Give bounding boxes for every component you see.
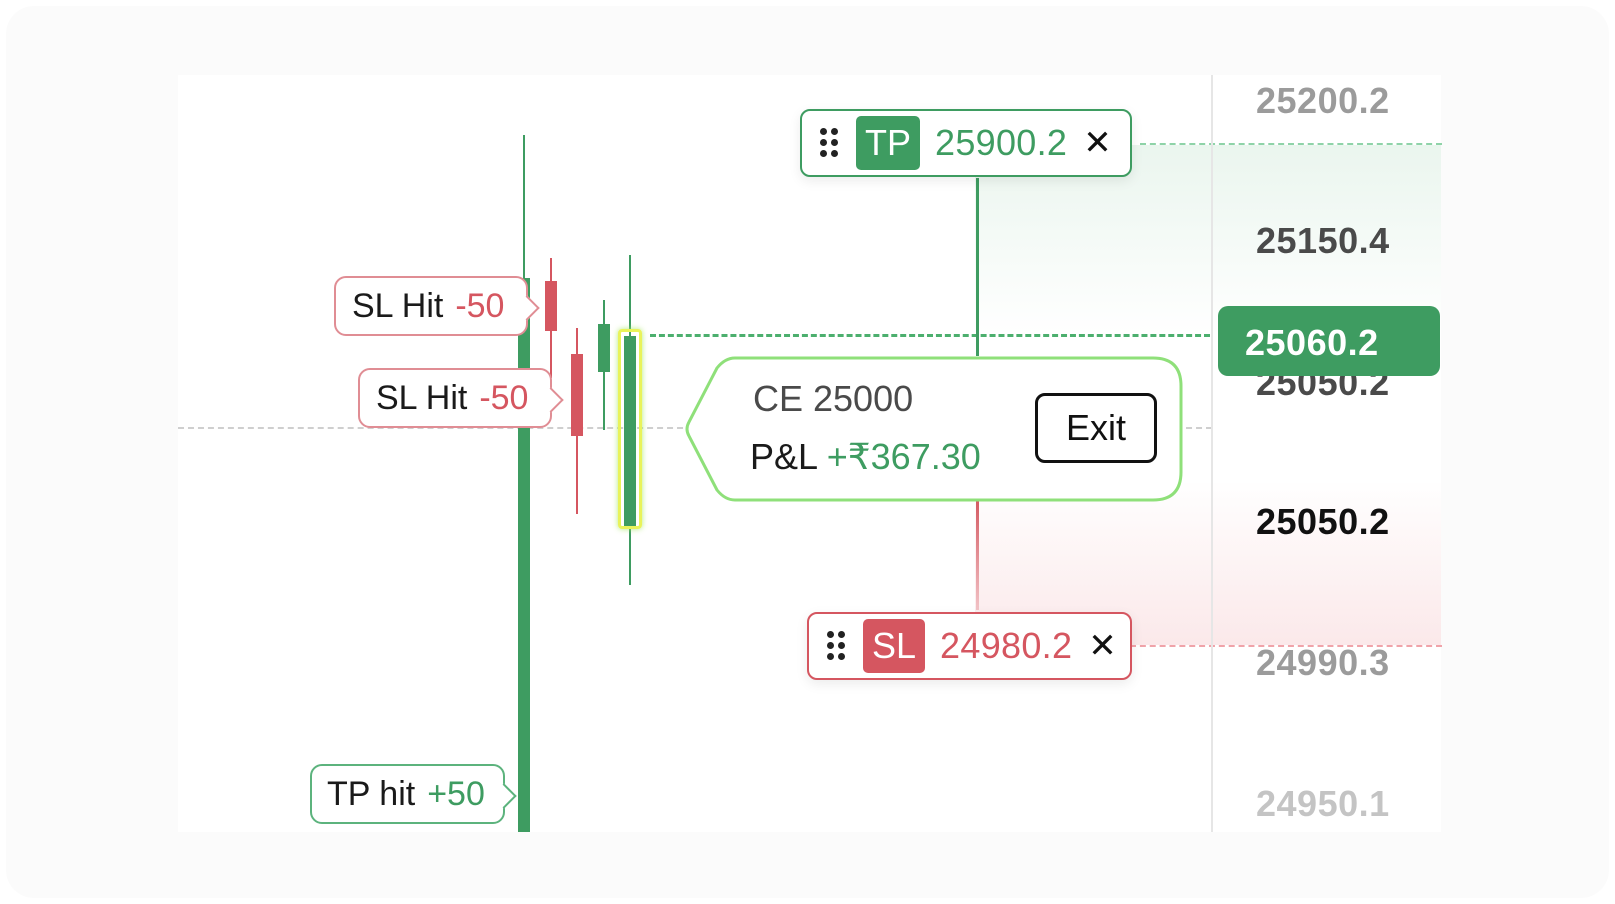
current-price-badge: 25060.2 xyxy=(1218,306,1440,376)
tp-price: 25900.2 xyxy=(935,122,1068,163)
candle-5-body[interactable] xyxy=(624,336,636,526)
position-instrument: CE 25000 xyxy=(753,378,914,419)
price-tick: 25050.2 xyxy=(1256,501,1390,542)
close-icon[interactable]: ✕ xyxy=(1088,627,1117,665)
trade-marker-value: -50 xyxy=(479,378,529,417)
stop-loss-line xyxy=(1130,645,1442,647)
price-tick: 24990.3 xyxy=(1256,642,1390,683)
close-icon[interactable]: ✕ xyxy=(1083,124,1112,162)
take-profit-order[interactable]: TP 25900.2 ✕ xyxy=(800,109,1132,177)
trade-marker-label: SL Hit xyxy=(376,378,468,417)
stop-loss-order[interactable]: SL 24980.2 ✕ xyxy=(807,612,1132,680)
tp-connector-line xyxy=(976,178,979,356)
sl-tag: SL xyxy=(863,619,926,673)
position-card[interactable]: CE 25000 P&L +₹367.30 Exit xyxy=(685,356,1185,502)
pnl-label: P&L xyxy=(750,436,817,477)
trade-marker-label: SL Hit xyxy=(352,286,444,325)
current-price-line xyxy=(650,334,1210,337)
candle-1-body[interactable] xyxy=(518,278,530,832)
trade-marker[interactable]: TP hit +50 xyxy=(310,764,517,824)
trade-marker-label: TP hit xyxy=(327,774,416,813)
candle-4-body[interactable] xyxy=(598,324,610,372)
exit-button[interactable]: Exit xyxy=(1035,393,1157,463)
trade-marker[interactable]: SL Hit -50 xyxy=(334,276,540,336)
sl-connector-line xyxy=(976,500,979,610)
position-pnl: P&L +₹367.30 xyxy=(750,436,981,478)
price-tick: 25150.4 xyxy=(1256,220,1390,261)
trade-marker-value: -50 xyxy=(455,286,505,325)
candle-2-body[interactable] xyxy=(545,281,557,331)
candle-3-body[interactable] xyxy=(571,354,583,436)
drag-handle-icon[interactable] xyxy=(825,631,849,661)
take-profit-line xyxy=(1140,143,1442,145)
price-tick: 24950.1 xyxy=(1256,783,1390,824)
trade-marker[interactable]: SL Hit -50 xyxy=(358,368,564,428)
drag-handle-icon[interactable] xyxy=(818,128,842,158)
trade-marker-value: +50 xyxy=(427,774,485,813)
price-axis-divider xyxy=(1211,75,1213,832)
sl-price: 24980.2 xyxy=(940,625,1073,666)
tp-tag: TP xyxy=(856,116,921,170)
selected-candle-highlight[interactable] xyxy=(618,329,642,529)
price-tick: 25200.2 xyxy=(1256,80,1390,121)
pnl-value: +₹367.30 xyxy=(826,436,981,477)
